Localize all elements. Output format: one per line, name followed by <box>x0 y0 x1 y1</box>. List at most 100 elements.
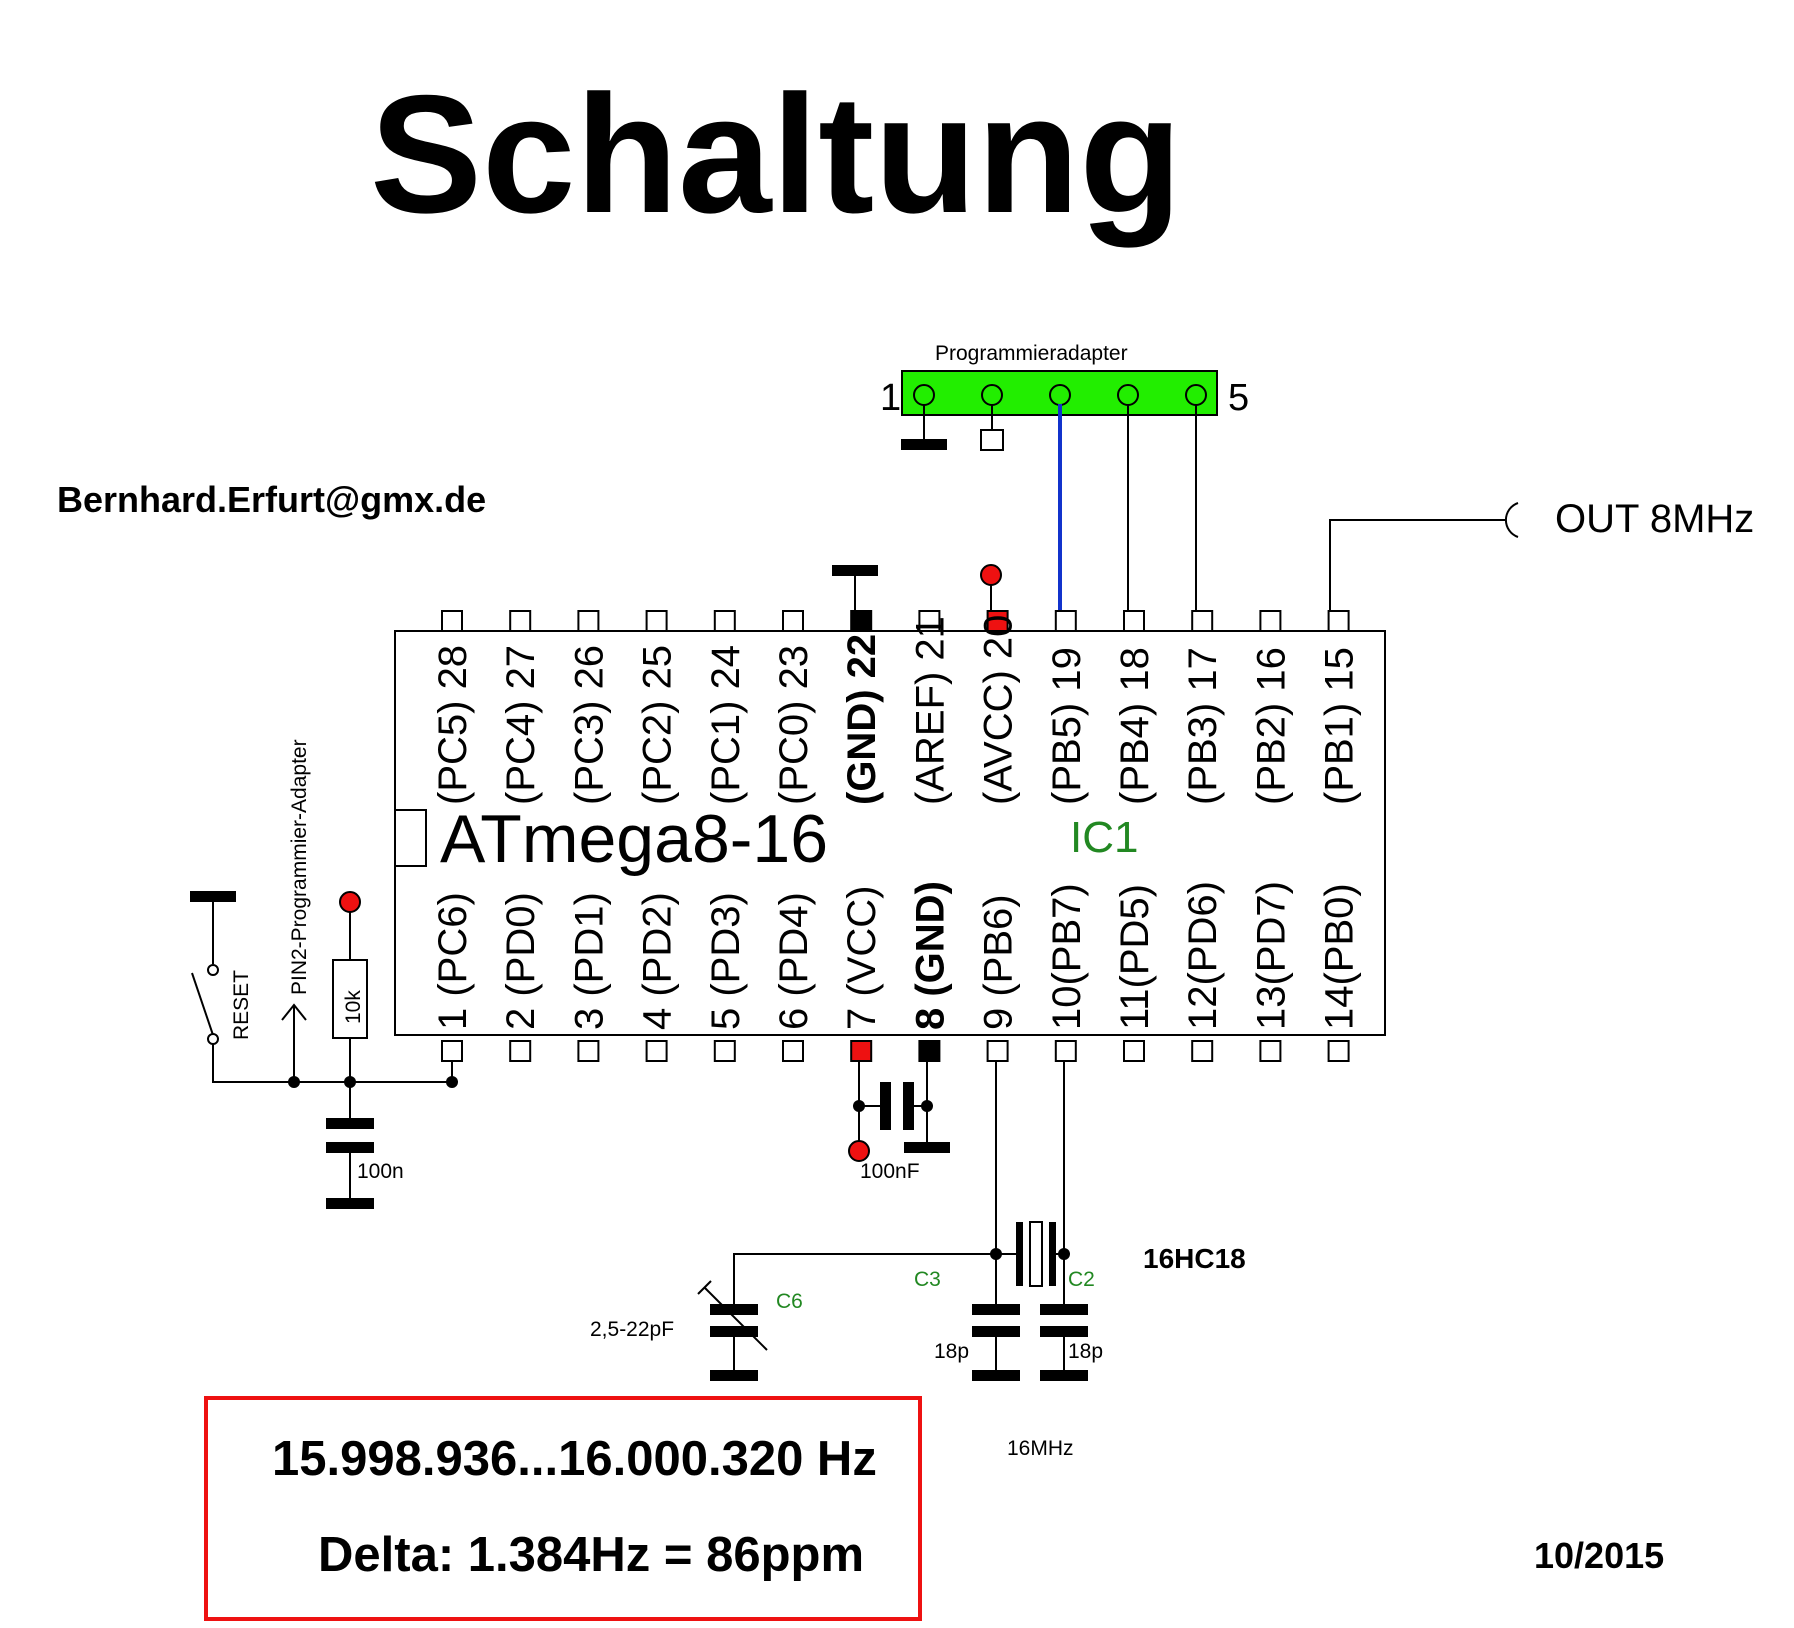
ic-bottom-pin-pad-7 <box>850 1040 873 1062</box>
decoupling-junction-left <box>853 1100 865 1112</box>
c3-plate-top <box>972 1304 1020 1315</box>
page-title: Schaltung <box>370 60 1182 248</box>
ic-top-pin-pad-5 <box>713 610 736 632</box>
ic-bottom-pin-pad-8 <box>918 1040 941 1062</box>
reset-switch-contact-top <box>207 964 219 976</box>
crystal-type-label: 16HC18 <box>1143 1243 1246 1274</box>
output-wire <box>1329 519 1505 610</box>
ic-bottom-pin-pad-6 <box>782 1040 804 1062</box>
ic-bottom-pin-label: 6 (PD4) <box>772 892 816 1030</box>
ic-top-pin-pad-3 <box>577 610 600 632</box>
reset-cap-gnd-symbol <box>326 1198 374 1209</box>
ic-bottom-pin-pad-13 <box>1259 1040 1282 1062</box>
ic-top-pin-label: (PC4) 27 <box>499 645 543 805</box>
ic-bottom-pin-pad-1 <box>441 1040 463 1062</box>
c2-plate-bottom <box>1040 1326 1088 1337</box>
ic-top-pin-label: (PB3) 17 <box>1181 647 1225 805</box>
programmer-gnd-symbol <box>901 439 947 450</box>
c6-ref: C6 <box>776 1290 803 1313</box>
decoupling-cap: 100nF <box>848 1061 950 1183</box>
result-box: 15.998.936...16.000.320 Hz Delta: 1.384H… <box>204 1396 922 1621</box>
ic-bottom-pin-label: 3 (PD1) <box>567 892 611 1030</box>
ic-bottom-pins: 1 (PC6)2 (PD0)3 (PD1)4 (PD2)5 (PD3)6 (PD… <box>431 881 1362 1062</box>
programmer-label: Programmieradapter <box>935 342 1128 365</box>
ic-top-pin-pad-7 <box>850 610 873 632</box>
reset-adapter-arrow <box>281 1003 307 1021</box>
ic-bottom-pin-label: 7 (VCC) <box>840 886 884 1030</box>
ic-bottom-pin-pad-4 <box>645 1040 668 1062</box>
programmer-pins <box>913 384 1207 406</box>
ic-top-pin-label: (PC5) 28 <box>431 645 475 805</box>
crystal-frequency-label: 16MHz <box>1007 1437 1074 1460</box>
c2-plate-top <box>1040 1304 1088 1315</box>
reset-switch-label: RESET <box>230 970 253 1040</box>
c6-trim-arrow <box>703 1286 768 1351</box>
ic-ref: IC1 <box>1070 813 1138 862</box>
ic-bottom-pin-pad-5 <box>713 1040 736 1062</box>
ic-top-pins: (PC5) 28(PC4) 27(PC3) 26(PC2) 25(PC1) 24… <box>431 610 1362 805</box>
decoupling-label: 100nF <box>860 1160 920 1183</box>
crystal-junction-right <box>1058 1248 1070 1260</box>
ic-top-pin-label: (AREF) 21 <box>908 616 952 805</box>
result-delta: Delta: 1.384Hz = 86ppm <box>318 1528 864 1582</box>
pin20-vcc-symbol <box>980 564 1002 586</box>
ic-bottom-pin-label: 4 (PD2) <box>636 892 680 1030</box>
ic-top-pin-pad-13 <box>1259 610 1282 632</box>
ic-bottom-pin-pad-3 <box>577 1040 600 1062</box>
ic-bottom-pin-label: 11(PD5) <box>1113 884 1157 1030</box>
ic-bottom-pin-pad-11 <box>1123 1040 1145 1062</box>
decoupling-gnd-symbol <box>904 1142 950 1153</box>
output-label: OUT 8MHz <box>1555 497 1754 541</box>
ic-top-pin-label: (PC0) 23 <box>772 645 816 805</box>
c3-value: 18p <box>934 1340 969 1363</box>
decoupling-junction-right <box>921 1100 933 1112</box>
programmer-pin-first: 1 <box>880 377 901 419</box>
programmer-pin-3 <box>1049 384 1071 406</box>
c3-ref: C3 <box>914 1268 941 1291</box>
reset-cap-plate-bottom <box>326 1142 374 1153</box>
ic-bottom-pin-label: 13(PD7) <box>1249 881 1293 1030</box>
ic-top-pin-pad-9 <box>986 610 1009 632</box>
c2-value: 18p <box>1068 1340 1103 1363</box>
ic-bottom-pin-pad-2 <box>509 1040 532 1062</box>
ic-top-pin-pad-4 <box>645 610 668 632</box>
reset-cap-plate-top <box>326 1118 374 1129</box>
ic-top-pin-label: (PC1) 24 <box>704 645 748 805</box>
programmer-pin-4 <box>1117 384 1139 406</box>
programmer-pin-2 <box>981 384 1003 406</box>
ic-top-pin-pad-2 <box>509 610 532 632</box>
c3-gnd-symbol <box>972 1370 1020 1381</box>
ic-top-pin-pad-10 <box>1054 610 1077 632</box>
ic-top-pin-pad-12 <box>1191 610 1214 632</box>
ic-top-pin-label: (PB5) 19 <box>1045 647 1089 805</box>
ic-top-pin-pad-14 <box>1327 610 1350 632</box>
ic-top-pin-pad-1 <box>441 610 463 632</box>
c6-wire-top <box>733 1253 996 1304</box>
ic-top-pin-pad-8 <box>918 610 941 632</box>
reset-net-wire <box>212 1044 452 1083</box>
date-label: 10/2015 <box>1534 1535 1664 1576</box>
ic-top-pin-label: (AVCC) 20 <box>977 615 1021 805</box>
c6-trim-tick <box>697 1280 712 1295</box>
c6-value: 2,5-22pF <box>590 1318 674 1341</box>
reset-junction-2 <box>344 1076 356 1088</box>
programmer-pin-1 <box>913 384 935 406</box>
output-8mhz: OUT 8MHz <box>1329 497 1754 610</box>
decoupling-plate-right <box>903 1082 914 1130</box>
reset-junction-1 <box>288 1076 300 1088</box>
oscillator: 16HC18 16MHz C3 18p C2 18p C6 2,5-22pF <box>590 1061 1246 1460</box>
ic-atmega8: ATmega8-16 IC1 (PC5) 28(PC4) 27(PC3) 26(… <box>394 610 1386 1062</box>
c2-gnd-symbol <box>1040 1370 1088 1381</box>
ic-top-pin-label: (PB2) 16 <box>1249 647 1293 805</box>
c2-ref: C2 <box>1068 1268 1095 1291</box>
ic-top-pin-pad-6 <box>782 610 804 632</box>
ic-bottom-pin-label: 5 (PD3) <box>704 892 748 1030</box>
ic-top-pin-label: (GND) 22 <box>840 634 884 805</box>
result-range: 15.998.936...16.000.320 Hz <box>272 1432 877 1486</box>
ic-top-pin-label: (PB4) 18 <box>1113 647 1157 805</box>
reset-switch-contact-bottom <box>207 1033 219 1045</box>
reset-switch-lever <box>191 972 214 1036</box>
reset-circuit: RESET PIN2-Programmier-Adapter 10k 100n <box>190 739 458 1209</box>
ic-bottom-pin-label: 2 (PD0) <box>499 892 543 1030</box>
c6-plate-top <box>710 1304 758 1315</box>
